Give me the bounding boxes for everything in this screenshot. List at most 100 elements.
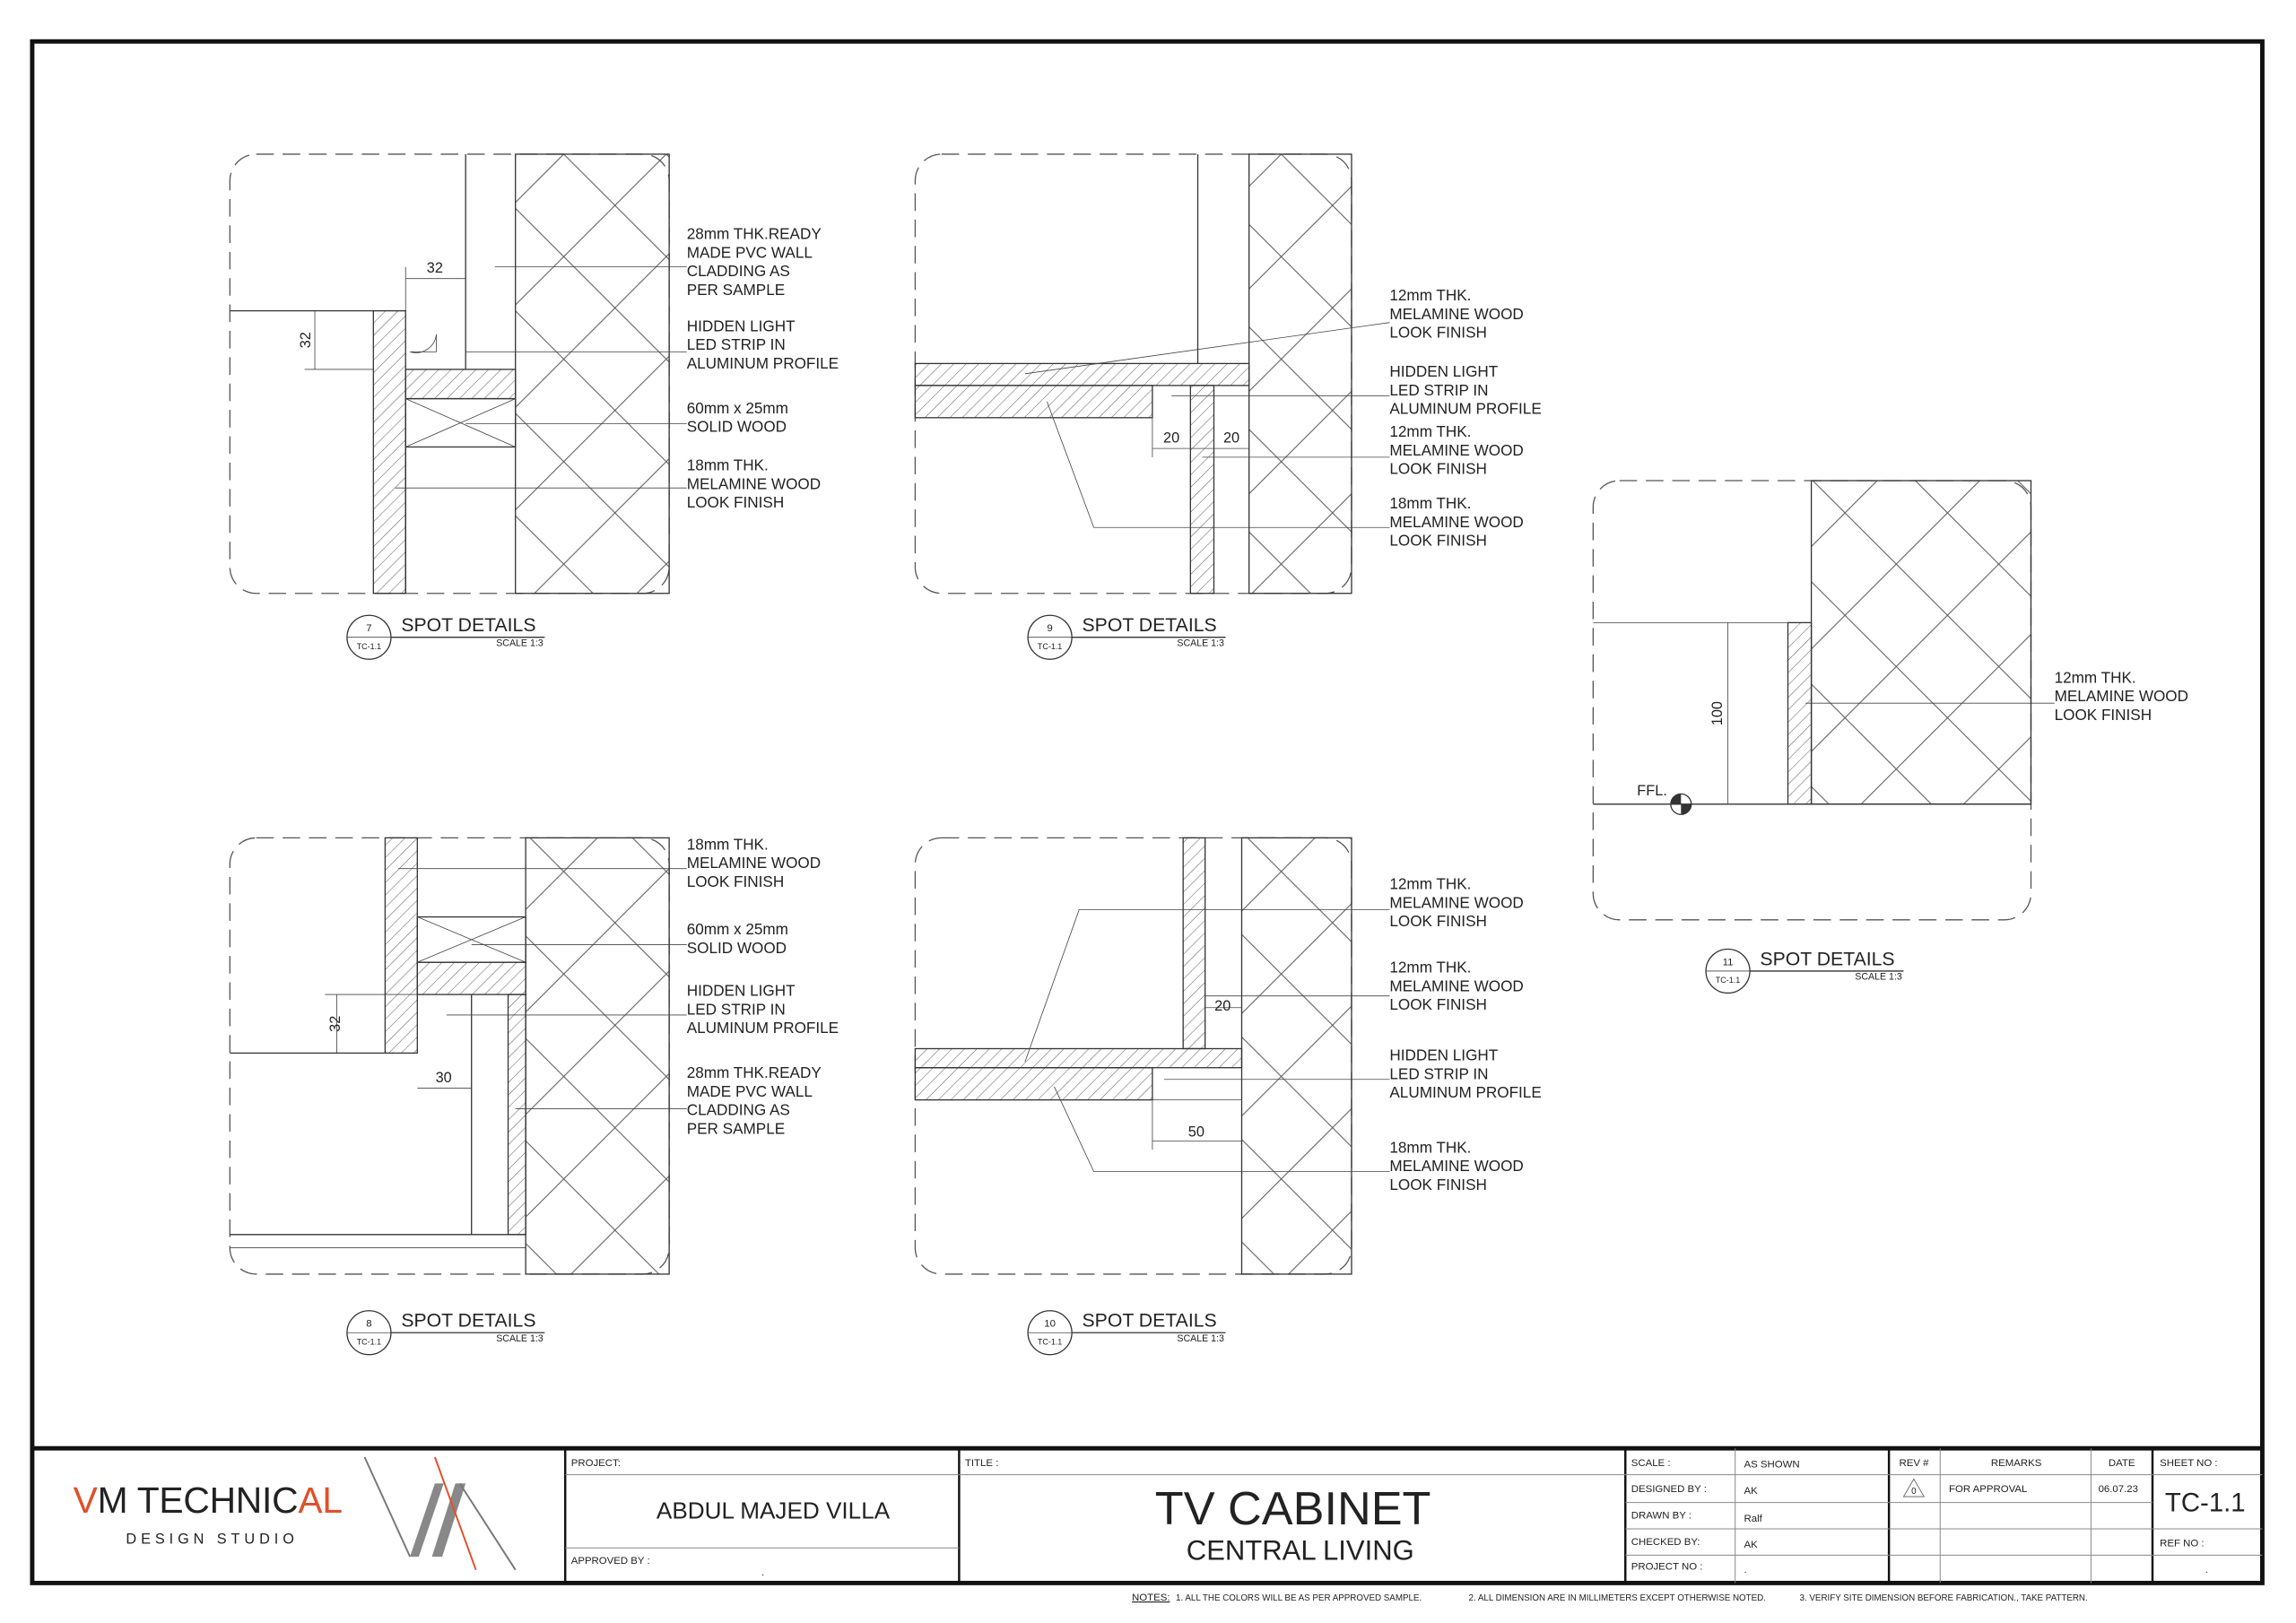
callout-label: SOLID WOOD	[687, 418, 787, 436]
drawn-by-label: DRAWN BY :	[1631, 1511, 1692, 1522]
callout-label: 18mm THK.	[1389, 1138, 1471, 1156]
checked-by-label: CHECKED BY:	[1631, 1537, 1700, 1548]
callout-label: LOOK FINISH	[1389, 460, 1486, 478]
note-3: 3. VERIFY SITE DIMENSION BEFORE FABRICAT…	[1800, 1593, 2088, 1603]
note-2: 2. ALL DIMENSION ARE IN MILLIMETERS EXCE…	[1469, 1593, 1766, 1603]
callout-label: HIDDEN LIGHT	[687, 317, 796, 334]
detail-title: SPOT DETAILS	[401, 1311, 535, 1332]
company-tagline: DESIGN STUDIO	[126, 1531, 298, 1547]
callout-label: LOOK FINISH	[687, 493, 784, 511]
detail-scale: SCALE 1:3	[496, 1333, 544, 1344]
callout-label: SOLID WOOD	[687, 939, 787, 957]
callout-label: 12mm THK.	[1389, 422, 1471, 440]
callout-label: LED STRIP IN	[1389, 1064, 1488, 1082]
approved-by-label: APPROVED BY :	[571, 1556, 650, 1567]
sheet-no-value: TC-1.1	[2165, 1488, 2246, 1517]
date-header: DATE	[2109, 1458, 2135, 1469]
scale-label: SCALE :	[1631, 1458, 1671, 1469]
date-value: 06.07.23	[2099, 1484, 2138, 1495]
dimension-label: 50	[1188, 1124, 1205, 1140]
callout-label: CLADDING AS	[687, 262, 790, 280]
callout-label: 60mm x 25mm	[687, 399, 788, 417]
detail-10-drawing	[914, 837, 1352, 1275]
callout-label: MELAMINE WOOD	[1389, 893, 1523, 911]
callout-label: MELAMINE WOOD	[687, 474, 821, 492]
callout-label: 60mm x 25mm	[687, 920, 788, 938]
note-1: 1. ALL THE COLORS WILL BE AS PER APPROVE…	[1176, 1593, 1422, 1603]
callout-label: CLADDING AS	[687, 1101, 790, 1119]
dimension-label: 32	[427, 260, 443, 276]
callout-label: LOOK FINISH	[1389, 912, 1486, 930]
revision-triangle-icon	[1902, 1478, 1926, 1497]
scale-value: AS SHOWN	[1744, 1459, 1799, 1470]
detail-number: 10	[1044, 1319, 1056, 1330]
detail-sheet-ref: TC-1.1	[357, 642, 381, 651]
dimension-label: 20	[1163, 430, 1179, 447]
logo-mark-icon	[363, 1456, 517, 1571]
callout-label: 18mm THK.	[687, 835, 769, 853]
sheet-border	[30, 39, 2265, 1585]
callout-label: HIDDEN LIGHT	[687, 982, 796, 1000]
callout-label: MELAMINE WOOD	[1389, 305, 1523, 323]
callout-label: LOOK FINISH	[2055, 706, 2152, 724]
detail-8-drawing	[229, 837, 670, 1275]
designed-by-label: DESIGNED BY :	[1631, 1484, 1707, 1495]
callout-label: PER SAMPLE	[687, 281, 785, 299]
detail-number: 7	[366, 623, 371, 634]
remarks-header: REMARKS	[1991, 1458, 2042, 1469]
callout-label: ALUMINUM PROFILE	[687, 1019, 839, 1037]
callout-label: 12mm THK.	[1389, 875, 1471, 893]
callout-label: LOOK FINISH	[1389, 995, 1486, 1013]
callout-label: PER SAMPLE	[687, 1119, 785, 1137]
detail-title: SPOT DETAILS	[1760, 949, 1894, 969]
project-no-label: PROJECT NO :	[1631, 1562, 1703, 1573]
leader-line	[1054, 1086, 1390, 1173]
dimension-label: 30	[436, 1070, 452, 1086]
callout-label: LED STRIP IN	[687, 1000, 786, 1018]
detail-scale: SCALE 1:3	[1177, 1333, 1224, 1344]
designed-by-value: AK	[1744, 1486, 1758, 1497]
callout-label: 12mm THK.	[1389, 959, 1471, 976]
approved-by-value: .	[761, 1567, 764, 1578]
callout-label: ALUMINUM PROFILE	[687, 354, 839, 372]
ref-no-label: REF NO :	[2160, 1539, 2204, 1549]
detail-9-drawing	[914, 153, 1352, 595]
callout-label: MELAMINE WOOD	[1389, 976, 1523, 994]
rev-header: REV #	[1900, 1458, 1930, 1469]
detail-11-drawing	[1592, 480, 2032, 921]
callout-label: MELAMINE WOOD	[1389, 513, 1523, 531]
ffl-label: FFL.	[1637, 783, 1667, 799]
dimension-label: 20	[1214, 998, 1231, 1014]
title-block: VM TECHNICAL DESIGN STUDIO PROJECT: ABDU…	[31, 1445, 2263, 1584]
callout-label: LOOK FINISH	[1389, 532, 1486, 550]
detail-sheet-ref: TC-1.1	[357, 1337, 381, 1346]
leader-line	[1046, 401, 1390, 528]
project-label: PROJECT:	[571, 1458, 621, 1469]
callout-label: 12mm THK.	[1389, 286, 1471, 304]
detail-title: SPOT DETAILS	[1083, 1311, 1217, 1332]
drawing-title: TV CABINET	[1155, 1483, 1431, 1535]
ref-no-value: .	[2205, 1565, 2208, 1575]
detail-number: 8	[366, 1319, 371, 1330]
callout-label: 28mm THK.READY	[687, 225, 822, 243]
callout-label: 12mm THK.	[2055, 668, 2136, 686]
leader-line	[1024, 322, 1390, 375]
dimension-label: 100	[1709, 701, 1726, 725]
dimension-label: 32	[298, 332, 314, 348]
leader-line	[1024, 908, 1390, 1063]
callout-label: LED STRIP IN	[1389, 381, 1488, 399]
callout-label: 18mm THK.	[687, 456, 769, 474]
callout-label: LOOK FINISH	[1389, 1176, 1486, 1193]
callout-label: MADE PVC WALL	[687, 243, 813, 261]
sheet-no-label: SHEET NO :	[2160, 1458, 2217, 1469]
callout-label: ALUMINUM PROFILE	[1389, 1083, 1541, 1101]
notes: NOTES: 1. ALL THE COLORS WILL BE AS PER …	[1132, 1593, 2088, 1603]
detail-number: 9	[1047, 623, 1052, 634]
detail-7-drawing	[229, 153, 670, 595]
callout-label: LOOK FINISH	[687, 872, 784, 890]
callout-label: 18mm THK.	[1389, 494, 1471, 512]
detail-scale: SCALE 1:3	[1177, 638, 1224, 649]
detail-scale: SCALE 1:3	[496, 638, 544, 649]
detail-title: SPOT DETAILS	[1083, 615, 1217, 636]
